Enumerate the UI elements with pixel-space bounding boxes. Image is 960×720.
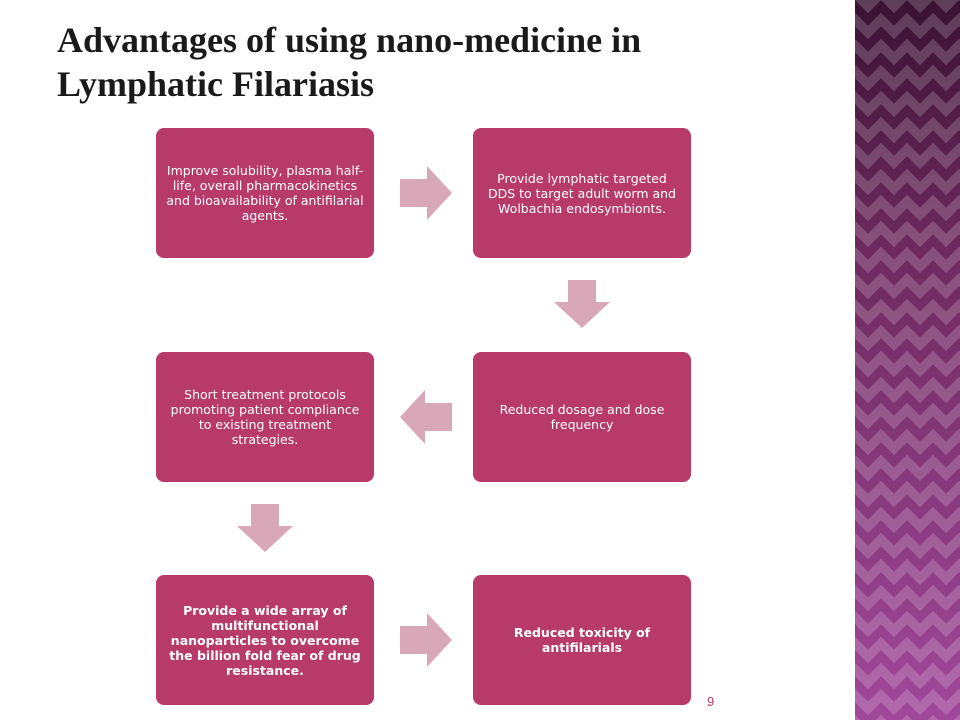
flow-box-1: Improve solubility, plasma half-life, ov… <box>156 128 374 258</box>
flow-box-4: Short treatment protocols promoting pati… <box>156 352 374 482</box>
arrow-down-1-shape <box>554 280 610 328</box>
page-number: 9 <box>707 694 715 709</box>
arrow-right-2 <box>400 613 452 667</box>
arrow-right-1 <box>400 166 452 220</box>
flow-box-6: Reduced toxicity of antifilarials <box>473 575 691 705</box>
arrow-down-2 <box>237 504 293 552</box>
arrow-left-1-shape <box>400 390 452 444</box>
title-line-1: Advantages of using nano-medicine in <box>57 20 642 60</box>
title-line-2: Lymphatic Filariasis <box>57 64 375 104</box>
flow-box-5: Provide a wide array of multifunctional … <box>156 575 374 705</box>
arrow-right-1-shape <box>400 166 452 220</box>
arrow-left-1 <box>400 390 452 444</box>
flow-box-3: Reduced dosage and dose frequency <box>473 352 691 482</box>
flow-box-1-text: Improve solubility, plasma half-life, ov… <box>166 163 364 223</box>
slide-title: Advantages of using nano-medicine in Lym… <box>57 18 817 106</box>
arrow-down-2-shape <box>237 504 293 552</box>
decorative-side-panel <box>855 0 960 720</box>
flow-box-3-text: Reduced dosage and dose frequency <box>499 402 665 432</box>
flow-box-5-text: Provide a wide array of multifunctional … <box>169 602 361 678</box>
arrow-down-1 <box>554 280 610 328</box>
flow-box-2: Provide lymphatic targeted DDS to target… <box>473 128 691 258</box>
arrow-right-2-shape <box>400 613 452 667</box>
flow-box-4-text: Short treatment protocols promoting pati… <box>170 387 360 447</box>
flow-box-2-text: Provide lymphatic targeted DDS to target… <box>488 170 676 216</box>
flow-box-6-text: Reduced toxicity of antifilarials <box>513 625 651 655</box>
